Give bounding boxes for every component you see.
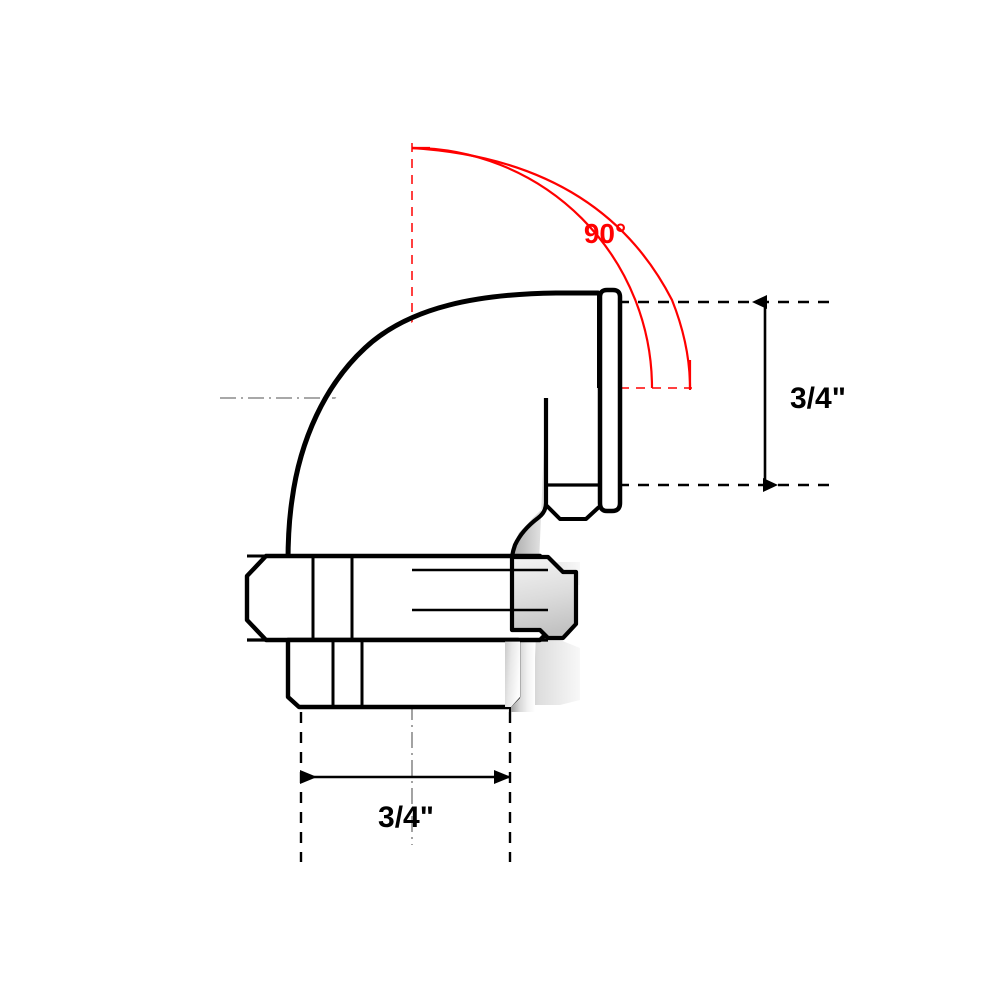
angle-label: 90° — [584, 218, 626, 249]
barrel-cut-shading — [505, 640, 520, 707]
hex-collar-right-flange — [509, 554, 579, 641]
threaded-barrel — [285, 637, 521, 710]
vertical-dimension-label: 3/4" — [790, 382, 846, 415]
port-bottom-chamfer — [544, 503, 601, 521]
vertical-port-flange-rim — [597, 287, 623, 514]
horizontal-dimension-label: 3/4" — [378, 801, 434, 834]
angle-construction-group: 90° — [411, 143, 692, 390]
elbow-outer-curve — [285, 290, 601, 641]
vertical-dimension-group: 3/4" — [752, 295, 846, 492]
hex-nut-body — [244, 553, 579, 710]
angle-arc-path — [411, 146, 692, 389]
extension-lines-group — [299, 300, 832, 862]
hex-collar-outer — [244, 553, 555, 643]
horizontal-dimension-group: 3/4" — [300, 770, 511, 834]
